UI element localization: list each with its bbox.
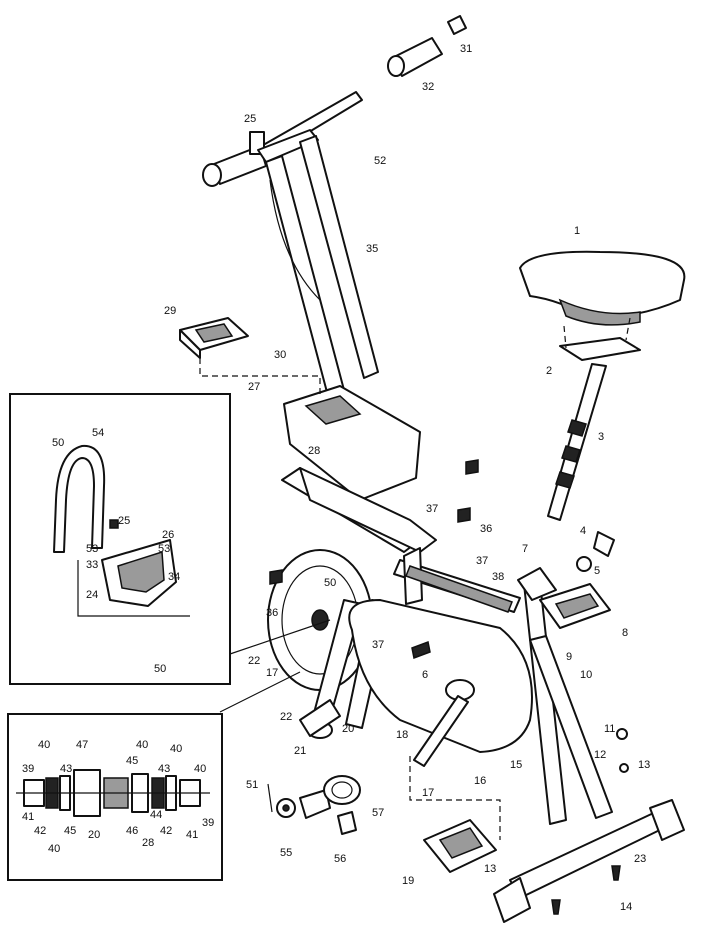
callout-labels: 1 2 3 4 5 6 7 8 9 10 11 12 13 13 14 15 1… <box>164 43 650 913</box>
callout-20: 20 <box>342 723 354 735</box>
inset-bottom-callout-43b: 43 <box>158 763 170 775</box>
inset-bottom-callout-40a: 40 <box>38 739 50 751</box>
rear-stabilizer <box>493 799 685 923</box>
callout-37-b: 37 <box>476 555 488 567</box>
callout-9: 9 <box>566 651 572 663</box>
callout-32: 32 <box>422 81 434 93</box>
callout-8: 8 <box>622 627 628 639</box>
inset-bottom-callout-43a: 43 <box>60 763 72 775</box>
callout-37-c: 37 <box>372 639 384 651</box>
hardware-parts <box>267 459 629 915</box>
inset-top-callout-54: 54 <box>92 427 104 439</box>
inset-bottom-labels: 40 47 40 40 39 43 45 43 40 41 42 45 20 4… <box>22 739 214 855</box>
inset-bottom-callout-40c: 40 <box>170 743 182 755</box>
hand-grip <box>387 15 467 77</box>
inset-bottom-callout-42b: 42 <box>160 825 172 837</box>
crank-arm <box>413 695 469 767</box>
callout-15: 15 <box>510 759 522 771</box>
callout-14: 14 <box>620 901 632 913</box>
callout-51: 51 <box>246 779 258 791</box>
callout-25: 25 <box>244 113 256 125</box>
inset-bottom-box <box>7 713 223 881</box>
inset-bottom-callout-40b: 40 <box>136 739 148 751</box>
pedal-right <box>539 583 611 629</box>
inset-top-callout-34: 34 <box>168 571 180 583</box>
callout-11: 11 <box>604 723 615 735</box>
seat <box>519 250 686 361</box>
callout-2: 2 <box>546 365 552 377</box>
callout-4: 4 <box>580 525 586 537</box>
console-monitor <box>179 317 249 359</box>
inset-top-callout-33: 33 <box>86 559 98 571</box>
inset-bottom-callout-40d: 40 <box>194 763 206 775</box>
callout-28: 28 <box>308 445 320 457</box>
inset-bottom-callout-20: 20 <box>88 829 100 841</box>
callout-5: 5 <box>594 565 600 577</box>
front-base <box>299 699 341 737</box>
callout-31: 31 <box>460 43 472 55</box>
inset-bottom-callout-41a: 41 <box>22 811 34 823</box>
callout-57: 57 <box>372 807 384 819</box>
callout-56: 56 <box>334 853 346 865</box>
pedal-left <box>423 819 497 873</box>
chain-guard <box>348 599 533 753</box>
handlebar-assembly <box>202 91 363 187</box>
callout-52: 52 <box>374 155 386 167</box>
reference-lines <box>199 317 631 840</box>
inset-top-callout-53a: 53 <box>86 543 98 555</box>
callout-17-top: 17 <box>266 667 278 679</box>
callout-10: 10 <box>580 669 592 681</box>
inset-top-callout-50b: 50 <box>154 663 166 675</box>
inset-bottom-callout-46: 46 <box>126 825 138 837</box>
inset-top-box <box>9 393 231 685</box>
callout-36-left: 36 <box>266 607 278 619</box>
callout-22-bottom: 22 <box>280 711 292 723</box>
inset-bottom-callout-41b: 41 <box>186 829 198 841</box>
inset-top-callout-50a: 50 <box>52 437 64 449</box>
seat-post <box>547 363 607 521</box>
main-frame <box>281 467 613 825</box>
inset-top-callout-26: 26 <box>162 529 174 541</box>
callout-16: 16 <box>474 775 486 787</box>
handlebar-post <box>265 135 379 397</box>
inset-bottom-callout-45a: 45 <box>126 755 138 767</box>
callout-37-a: 37 <box>426 503 438 515</box>
callout-13-left: 13 <box>484 863 496 875</box>
inset-top-callout-53b: 53 <box>158 543 170 555</box>
inset-top-labels: 50 54 25 53 26 53 33 34 24 50 <box>52 427 180 675</box>
callout-36-right: 36 <box>480 523 492 535</box>
callout-19: 19 <box>402 875 414 887</box>
inset-bottom-callout-39a: 39 <box>22 763 34 775</box>
inset-bottom-callout-28: 28 <box>142 837 154 849</box>
inset-bottom-callout-47: 47 <box>76 739 88 751</box>
callout-29: 29 <box>164 305 176 317</box>
callout-30: 30 <box>274 349 286 361</box>
inset-top-callout-24: 24 <box>86 589 98 601</box>
inset-bottom-callout-45b: 45 <box>64 825 76 837</box>
callout-1: 1 <box>574 225 580 237</box>
callout-38: 38 <box>492 571 504 583</box>
callout-12: 12 <box>594 749 606 761</box>
callout-13-right: 13 <box>638 759 650 771</box>
callout-50: 50 <box>324 577 336 589</box>
console-housing <box>283 385 421 501</box>
inset-bottom-callout-39b: 39 <box>202 817 214 829</box>
inset-bottom-callout-42a: 42 <box>34 825 46 837</box>
callout-35: 35 <box>366 243 378 255</box>
inset-bottom-callout-44: 44 <box>150 809 162 821</box>
callout-3: 3 <box>598 431 604 443</box>
callout-18: 18 <box>396 729 408 741</box>
inset-top-callout-25: 25 <box>118 515 130 527</box>
callout-6: 6 <box>422 669 428 681</box>
callout-55: 55 <box>280 847 292 859</box>
callout-21: 21 <box>294 745 306 757</box>
callout-17-bottom: 17 <box>422 787 434 799</box>
callout-27: 27 <box>248 381 260 393</box>
callout-22-top: 22 <box>248 655 260 667</box>
callout-23: 23 <box>634 853 646 865</box>
callout-7: 7 <box>522 543 528 555</box>
inset-bottom-callout-40e: 40 <box>48 843 60 855</box>
